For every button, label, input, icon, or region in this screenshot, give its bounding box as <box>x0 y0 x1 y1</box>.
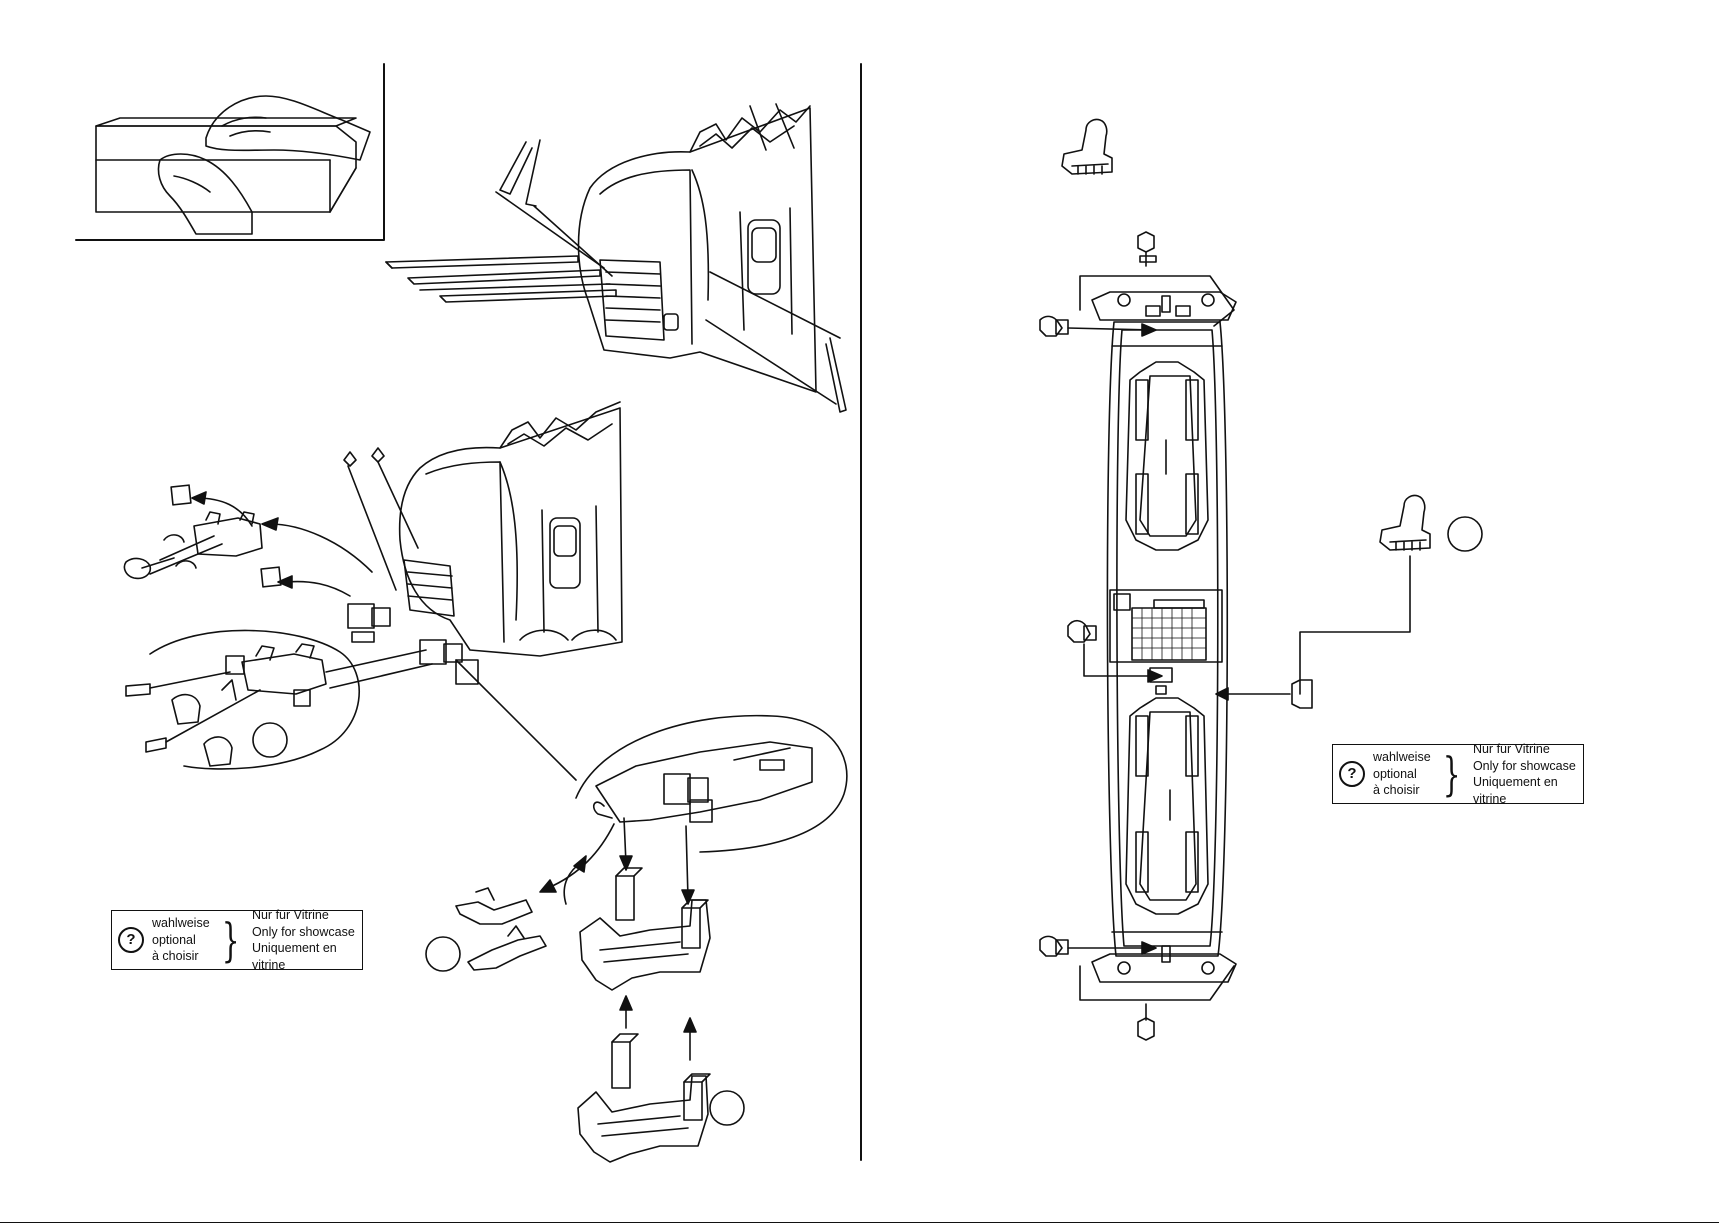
legend-showcase-fr: Uniquement en vitrine <box>252 940 362 973</box>
question-mark-icon: ? <box>1339 761 1365 787</box>
showcase-part-top <box>1062 119 1112 174</box>
legend-showcase-column: Nur für Vitrine Only for showcase Unique… <box>252 907 362 973</box>
legend-option-de: wahlweise <box>1373 749 1431 766</box>
locomotive-top <box>386 104 846 412</box>
legend-options-column: wahlweise optional à choisir <box>152 915 210 965</box>
brace-symbol: } <box>1443 751 1461 797</box>
underframe-detail-oval <box>456 660 847 904</box>
bottom-rule <box>0 1222 1719 1223</box>
legend-option-fr: à choisir <box>1373 782 1431 799</box>
coupler-parts-lower <box>426 856 586 971</box>
legend-showcase-de: Nur für Vitrine <box>1473 741 1583 758</box>
legend-showcase-fr: Uniquement en vitrine <box>1473 774 1583 807</box>
legend-option-en: optional <box>1373 766 1431 783</box>
legend-showcase-de: Nur für Vitrine <box>252 907 362 924</box>
legend-option-fr: à choisir <box>152 948 210 965</box>
optional-parts-legend: ? wahlweise optional à choisir } Nur für… <box>1332 744 1584 804</box>
clip-part-middle <box>1068 621 1162 682</box>
brace-symbol: } <box>222 917 240 963</box>
locomotive-middle <box>344 402 622 684</box>
legend-options-column: wahlweise optional à choisir <box>1373 749 1431 799</box>
showcase-part-right <box>1216 495 1482 708</box>
question-mark-icon: ? <box>118 927 144 953</box>
legend-option-de: wahlweise <box>152 915 210 932</box>
legend-showcase-en: Only for showcase <box>252 924 362 941</box>
inset-packaging-figure <box>76 64 384 240</box>
optional-parts-legend: ? wahlweise optional à choisir } Nur für… <box>111 910 363 970</box>
exploded-coupler-upper <box>124 485 372 596</box>
legend-showcase-column: Nur für Vitrine Only for showcase Unique… <box>1473 741 1583 807</box>
coupler-detail-oval <box>126 630 432 769</box>
buffer-beam-lower <box>578 1034 744 1162</box>
legend-option-en: optional <box>152 932 210 949</box>
underside-plan <box>1040 119 1482 1040</box>
legend-showcase-en: Only for showcase <box>1473 758 1583 775</box>
